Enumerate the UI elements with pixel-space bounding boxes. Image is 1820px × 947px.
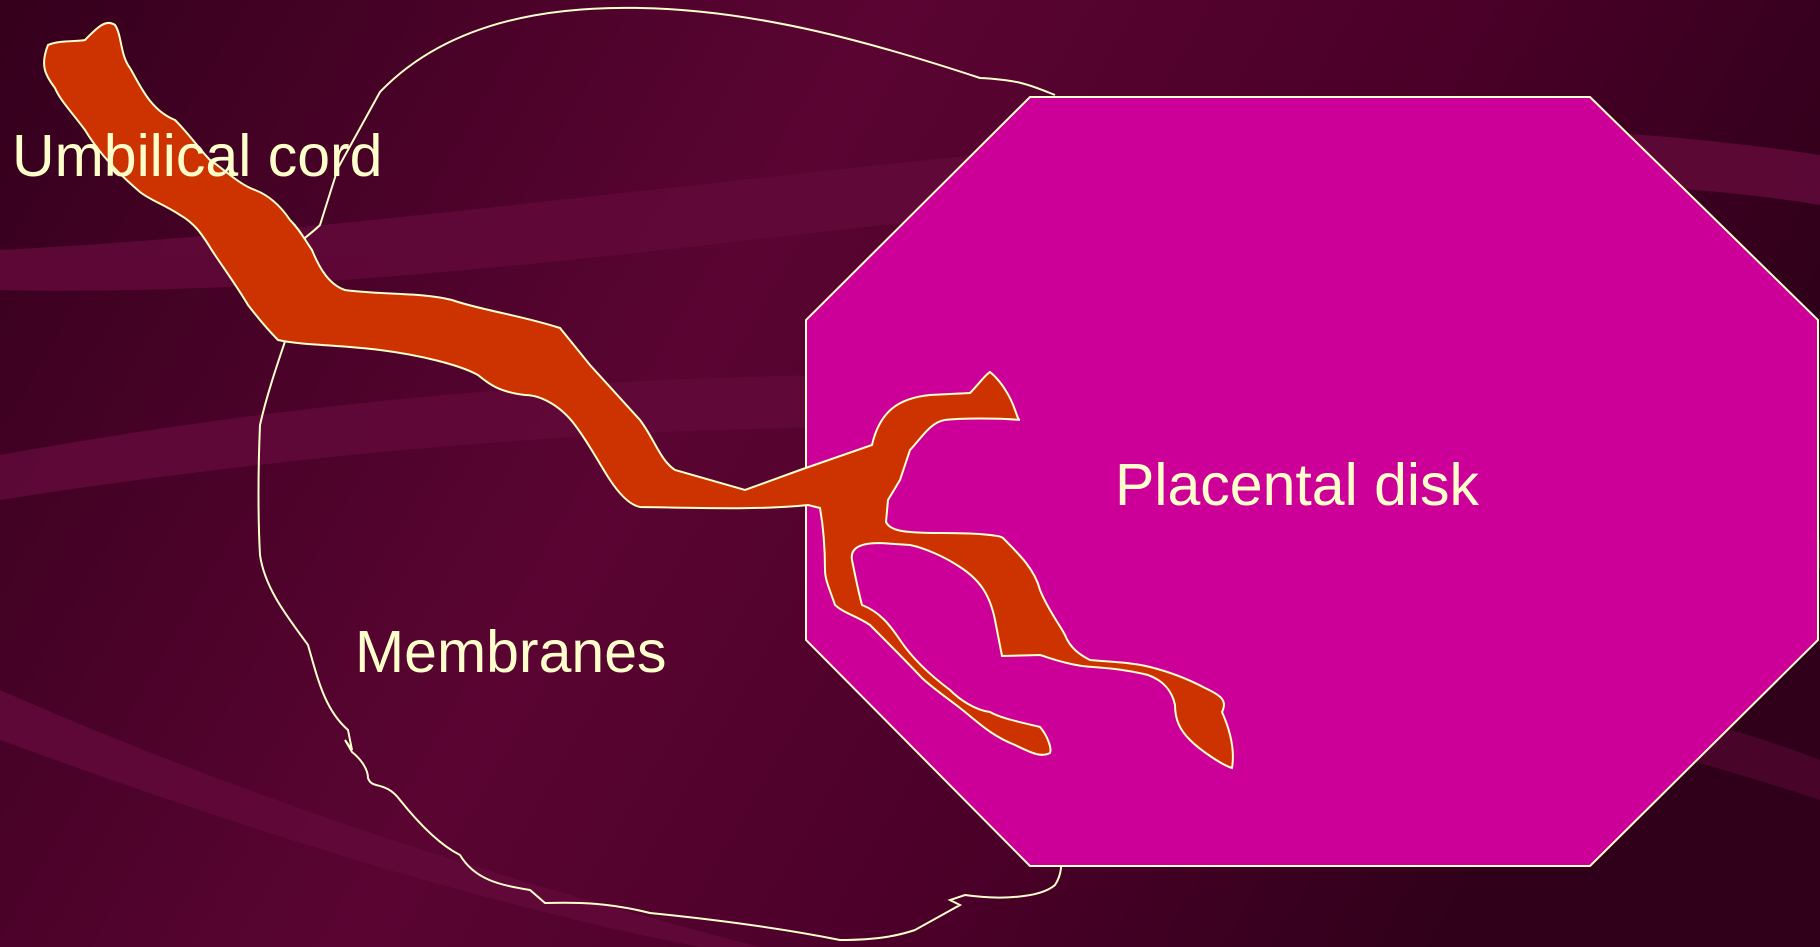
membranes-label: Membranes (355, 619, 667, 685)
umbilical-cord-label: Umbilical cord (12, 123, 382, 189)
placental-disk-label: Placental disk (1115, 452, 1480, 518)
